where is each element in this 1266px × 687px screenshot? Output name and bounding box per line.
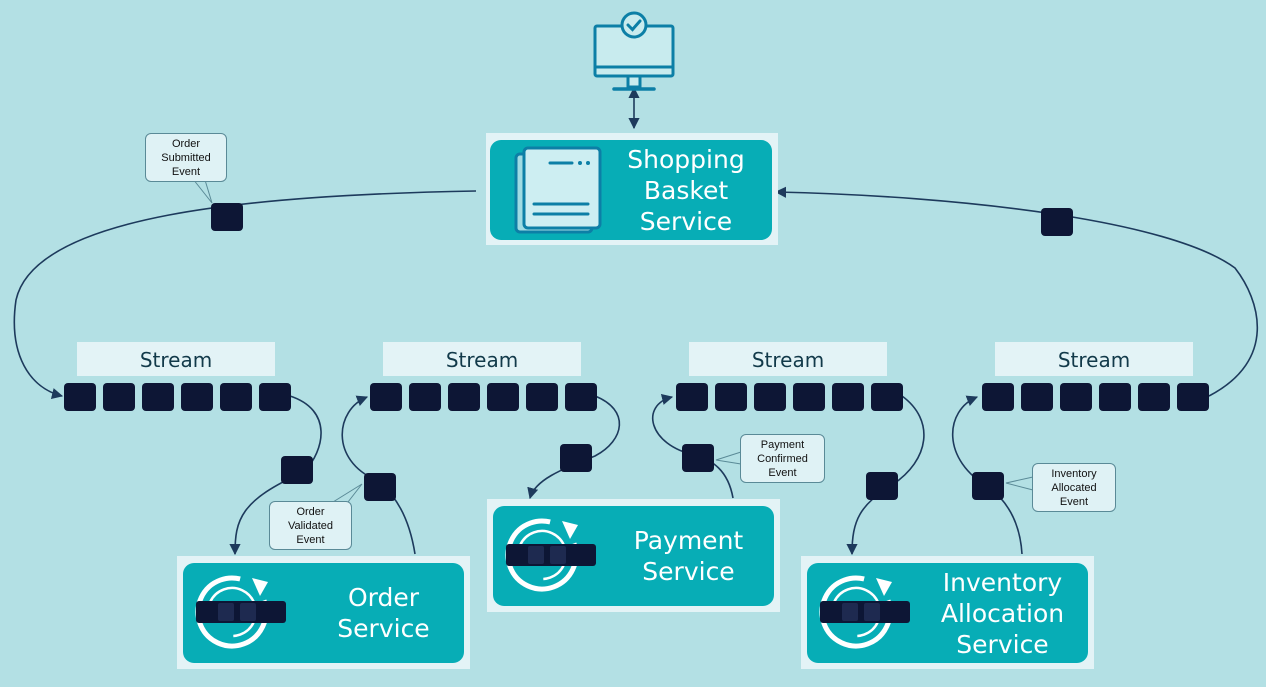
stream-3-event <box>715 383 747 411</box>
refresh-processor-icon <box>195 575 286 649</box>
stream-3-event <box>754 383 786 411</box>
stream-1-event <box>181 383 213 411</box>
payment-confirmed-callout: Payment Confirmed Event <box>740 434 825 483</box>
event-block <box>972 472 1004 500</box>
event-block <box>364 473 396 501</box>
callout-pointer <box>715 451 742 465</box>
service-label-line: Basket <box>643 175 729 205</box>
stream-4-label: Stream <box>995 342 1193 376</box>
order-submitted-callout: Order Submitted Event <box>145 133 227 182</box>
event-block <box>866 472 898 500</box>
connector-stream-2-to-payment <box>527 395 621 500</box>
inventory-allocated-callout: Inventory Allocated Event <box>1032 463 1116 512</box>
stream-2-event <box>409 383 441 411</box>
service-label-line: Order <box>347 583 420 612</box>
event-block <box>560 444 592 472</box>
document-window-icon <box>514 146 602 234</box>
service-label-line: Payment <box>633 526 744 555</box>
callout-pointer <box>1005 476 1034 491</box>
stream-4-event <box>1177 383 1209 411</box>
stream-4-event <box>1138 383 1170 411</box>
event-block <box>1041 208 1073 236</box>
event-block <box>211 203 243 231</box>
stream-2-event <box>565 383 597 411</box>
callout-pointer <box>332 483 363 503</box>
stream-1-event <box>64 383 96 411</box>
stream-4-event <box>1060 383 1092 411</box>
stream-3-event <box>832 383 864 411</box>
connector-basket-to-stream-1 <box>13 190 477 399</box>
event-block <box>682 444 714 472</box>
service-label-line: Service <box>642 557 735 586</box>
stream-4-event <box>1021 383 1053 411</box>
service-label-line: Shopping <box>627 144 745 174</box>
service-label-line: Service <box>956 629 1049 659</box>
stream-1-event <box>142 383 174 411</box>
stream-2-label: Stream <box>383 342 581 376</box>
stream-4-event <box>1099 383 1131 411</box>
stream-1-event <box>103 383 135 411</box>
refresh-processor-icon <box>819 575 910 649</box>
monitor-check-icon <box>593 11 675 91</box>
connector-stream-4-to-basket <box>774 186 1259 397</box>
stream-3-event <box>676 383 708 411</box>
service-label-line: Inventory <box>942 567 1063 597</box>
refresh-processor-icon <box>505 518 596 592</box>
stream-1-event <box>220 383 252 411</box>
event-block <box>281 456 313 484</box>
stream-4-event <box>982 383 1014 411</box>
service-label-line: Service <box>639 206 733 236</box>
order-validated-callout: Order Validated Event <box>269 501 352 550</box>
stream-1-label: Stream <box>77 342 275 376</box>
stream-2-event <box>448 383 480 411</box>
stream-3-event <box>871 383 903 411</box>
stream-3-event <box>793 383 825 411</box>
service-label-line: Service <box>337 614 430 643</box>
stream-2-event <box>487 383 519 411</box>
stream-2-event <box>526 383 558 411</box>
stream-1-event <box>259 383 291 411</box>
stream-2-event <box>370 383 402 411</box>
stream-3-label: Stream <box>689 342 887 376</box>
service-label-line: Allocation <box>940 598 1065 628</box>
callout-pointer <box>192 178 213 204</box>
